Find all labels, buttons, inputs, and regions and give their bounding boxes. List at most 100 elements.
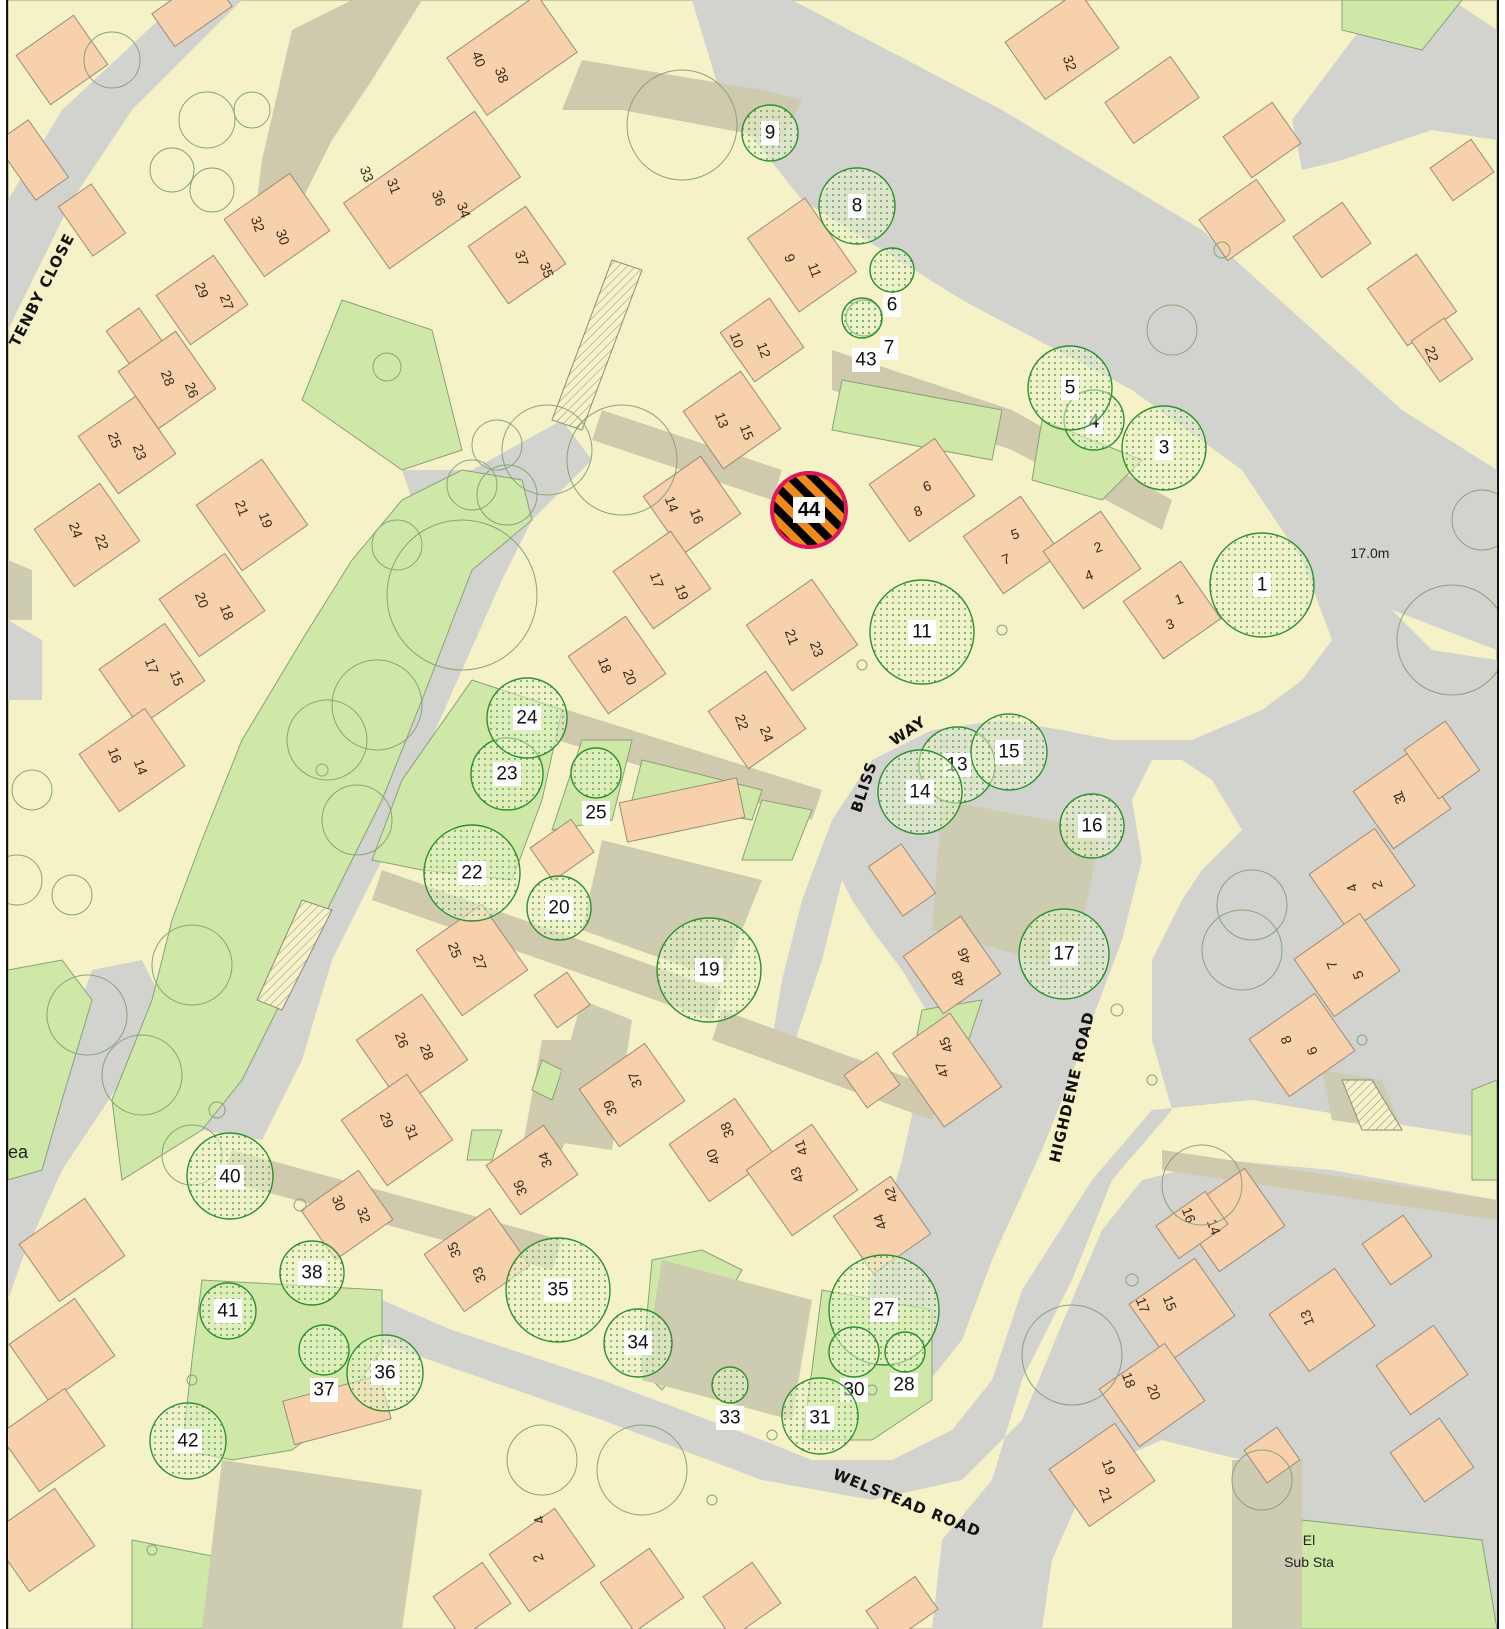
building: [891, 1012, 1003, 1128]
map-canvas[interactable]: 4038333136343230373529272826252324222119…: [8, 0, 1497, 1629]
house-number: 17: [647, 570, 667, 590]
house-number: 22: [1422, 344, 1442, 364]
tree-number-35: 35: [547, 1280, 568, 1301]
house-number: 25: [445, 940, 465, 960]
house-number: 14: [1204, 1217, 1224, 1237]
house-number: 33: [357, 164, 377, 184]
tree-canopy: [1146, 1074, 1158, 1086]
house-number: 19: [256, 510, 276, 530]
building: [8, 119, 70, 201]
building: [578, 1042, 686, 1148]
tree-canopy-30[interactable]: [828, 1326, 880, 1378]
house-number: 14: [662, 494, 682, 514]
tree-canopy: [1396, 584, 1497, 696]
building: [485, 1124, 579, 1216]
tree-canopy-43[interactable]: [841, 297, 883, 339]
tree-canopy-33[interactable]: [711, 1366, 749, 1404]
tree-label-bg: [1253, 573, 1271, 597]
tree-number-14: 14: [909, 782, 931, 803]
house-number: 18: [595, 655, 615, 675]
tree-canopy: [286, 699, 368, 781]
tree-number-42: 42: [177, 1431, 198, 1452]
highlight-tree-marker[interactable]: 44: [770, 471, 848, 549]
house-number: 19: [672, 582, 692, 602]
house-number: 15: [1160, 1293, 1180, 1313]
tree-label-bg: [1078, 814, 1106, 838]
tree-label-bg: [310, 1378, 338, 1402]
house-number: 13: [712, 410, 732, 430]
building: [300, 1169, 394, 1261]
house-number: 31: [384, 176, 404, 196]
tree-label-bg: [908, 620, 936, 644]
tree-number-1: 1: [1257, 575, 1268, 596]
building: [1222, 101, 1302, 179]
house-number: 38: [492, 65, 512, 85]
tree-label-bg: [906, 780, 934, 804]
house-number: 37: [512, 248, 532, 268]
tree-canopy: [146, 1544, 158, 1556]
house-number: 39: [600, 1098, 620, 1118]
tree-canopy: [1201, 909, 1283, 991]
building: [618, 777, 746, 843]
building: [423, 1207, 531, 1313]
surveyed-trees: 1345678911131415161719202223242527283031…: [149, 104, 1315, 1480]
house-number: 36: [510, 1178, 530, 1198]
building: [98, 622, 206, 728]
house-number: 20: [620, 667, 640, 687]
tree-canopy: [189, 167, 235, 213]
tree-number-16: 16: [1081, 816, 1102, 837]
tree-canopy: [46, 974, 128, 1056]
tree-canopy: [1125, 1273, 1139, 1287]
house-number: 47: [932, 1060, 952, 1080]
building: [1248, 992, 1356, 1098]
tree-canopy: [208, 1101, 226, 1119]
building: [682, 370, 782, 470]
tree-canopy-37[interactable]: [298, 1324, 350, 1376]
tree-label-bg: [458, 861, 486, 885]
building: [902, 915, 1002, 1015]
building: [745, 1123, 859, 1237]
tree-label-bg: [582, 801, 610, 825]
tree-canopy: [766, 1429, 778, 1441]
tree-canopy: [372, 352, 402, 382]
buildings: [8, 0, 1495, 1629]
building: [1308, 827, 1416, 933]
spot-height-label: 17.0m: [1351, 545, 1390, 561]
tree-number-25: 25: [585, 803, 606, 824]
tree-label-bg: [513, 706, 541, 730]
building: [1389, 1417, 1475, 1503]
building: [1122, 560, 1222, 660]
building: [746, 197, 858, 313]
building: [843, 1051, 901, 1109]
tree-label-bg: [371, 1361, 399, 1385]
tree-label-bg: [1155, 436, 1173, 460]
building: [1429, 138, 1495, 202]
tree-canopy: [149, 147, 195, 193]
house-number: 35: [537, 260, 557, 280]
tree-canopy: [1356, 1034, 1368, 1046]
tree-label-bg: [848, 194, 866, 218]
building: [415, 903, 529, 1017]
building: [223, 172, 331, 278]
house-number: 15: [167, 668, 187, 688]
tree-label-bg: [214, 1299, 242, 1323]
building: [868, 437, 976, 543]
tree-number-11: 11: [912, 622, 932, 643]
house-number: 43: [787, 1165, 807, 1185]
house-number: 13: [1297, 1308, 1317, 1328]
tree-number-20: 20: [548, 898, 569, 919]
tree-canopy-28[interactable]: [884, 1331, 926, 1373]
house-number: 25: [105, 430, 125, 450]
building: [432, 1561, 512, 1629]
house-number: 22: [92, 532, 112, 552]
tree-canopy: [151, 924, 233, 1006]
tree-label-bg: [174, 1429, 202, 1453]
house-number: 46: [954, 946, 974, 966]
tree-number-5: 5: [1065, 378, 1076, 399]
tree-canopy: [293, 1198, 307, 1212]
house-number: 40: [469, 49, 489, 69]
house-number: 26: [182, 380, 202, 400]
tree-canopy-25[interactable]: [570, 747, 622, 799]
tree-canopy-6[interactable]: [869, 247, 915, 293]
